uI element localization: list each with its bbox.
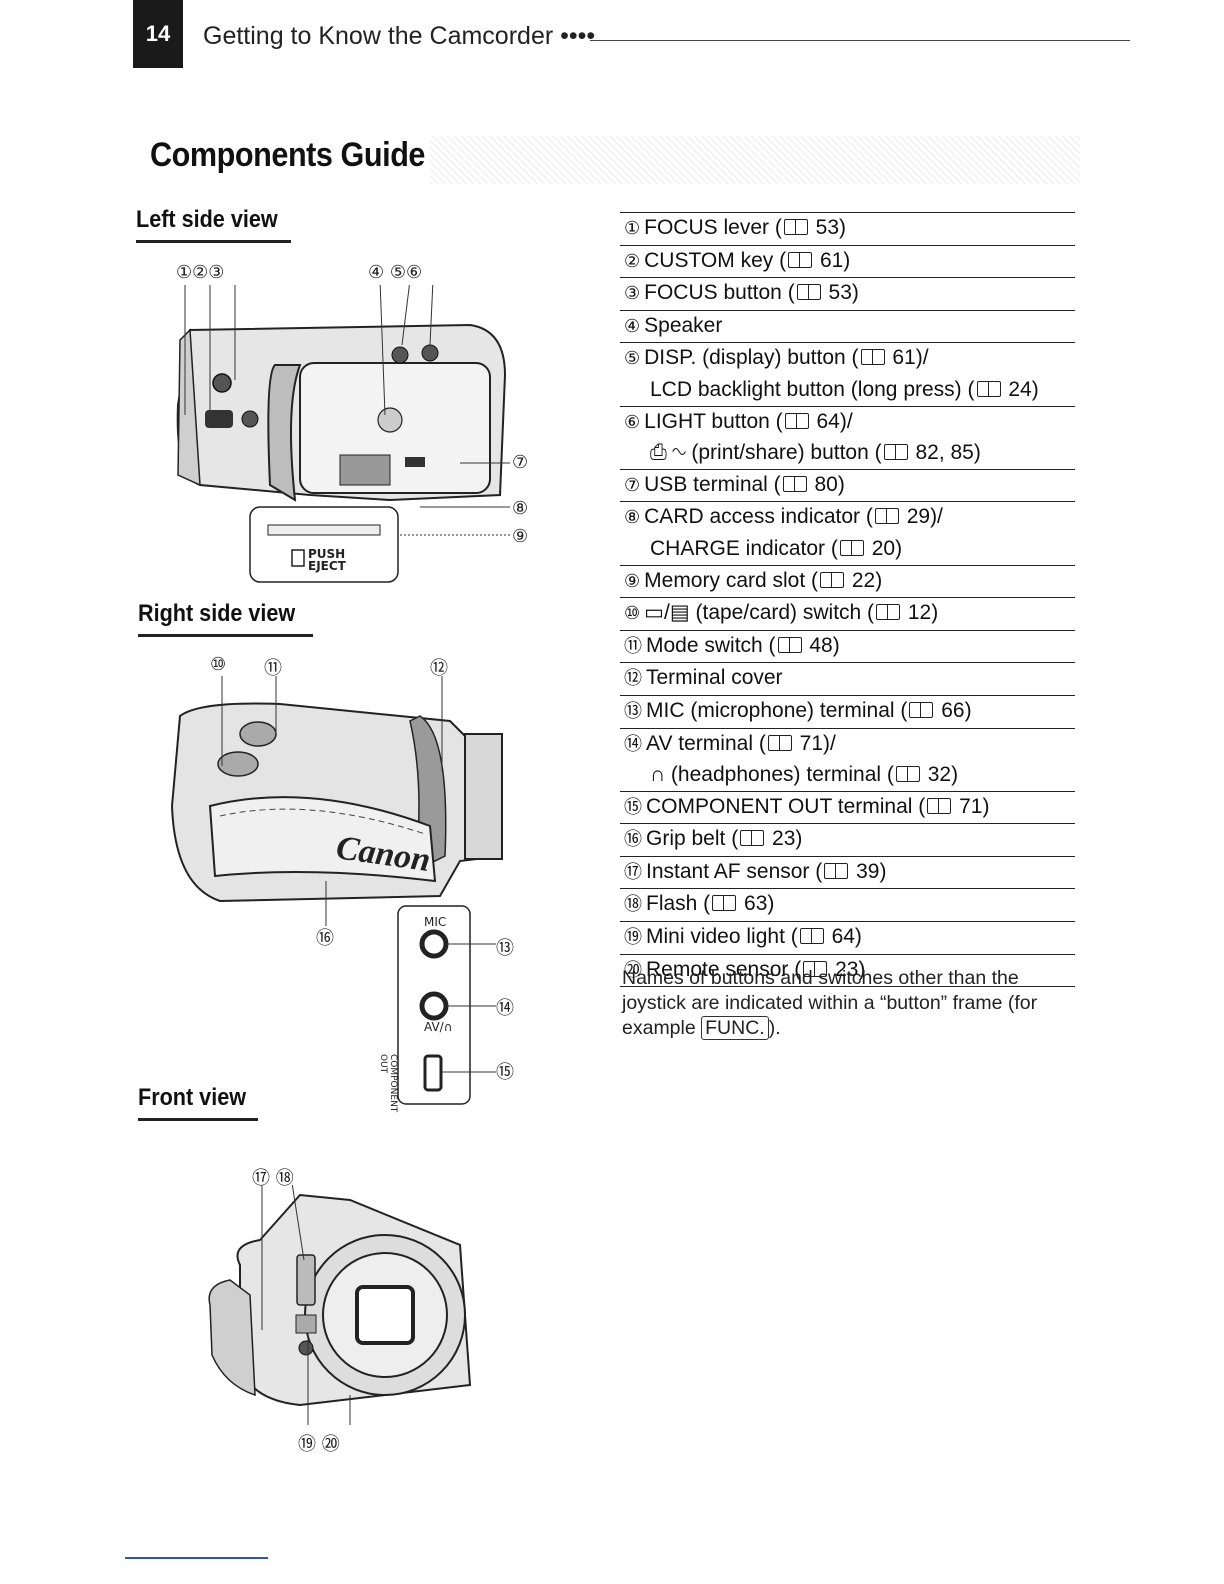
book-icon [876,604,901,621]
custom-key-icon [212,373,232,393]
usb-terminal-icon [405,457,425,467]
book-icon [767,734,792,751]
book-icon [860,349,885,366]
left-view-rule [136,240,291,243]
remote-sensor-icon [298,1340,314,1356]
book-icon [784,412,809,429]
av-label: AV/∩ [424,1020,453,1034]
mic-label: MIC [424,915,447,929]
book-icon [782,475,807,492]
book-icon [820,571,845,588]
push-label: PUSH [308,547,346,561]
focus-button-icon [241,410,259,428]
book-icon [740,830,765,847]
left-side-diagram [176,285,510,583]
lens-icon [355,1285,415,1345]
list-item: ⑩▭/▤ (tape/card) switch ( 12) [620,598,1075,631]
callout-4-5-6: ④ ⑤⑥ [368,262,423,283]
page-title: Components Guide [150,136,426,174]
book-icon [883,444,908,461]
eject-label: EJECT [308,559,346,573]
speaker-icon [377,407,403,433]
book-icon [803,960,828,977]
footer-rule [125,1557,268,1559]
disp-button-icon [391,346,409,364]
book-icon [895,766,920,783]
book-icon [799,928,824,945]
note-paragraph: Names of buttons and switches other than… [622,967,1038,1040]
book-icon [788,251,813,268]
book-icon [874,508,899,525]
mode-switch-icon [239,721,277,747]
mic-terminal-icon [419,929,449,959]
grip-belt-icon [208,796,437,883]
light-button-icon [421,344,439,362]
callout-11: ⑪ [264,658,282,679]
book-icon [796,284,821,301]
book-icon [839,539,864,556]
book-icon [824,862,849,879]
header-rule [590,40,1130,41]
book-icon [927,797,952,814]
callout-7: ⑦ [512,452,529,473]
front-diagram [208,1185,472,1425]
card-slot-icon [339,454,391,486]
running-header: Getting to Know the Camcorder •••• [203,22,596,50]
right-view-rule [138,634,313,637]
left-view-heading: Left side view [136,206,278,233]
callout-9: ⑨ [512,526,529,547]
av-terminal-icon [419,991,449,1021]
page-number: 14 [133,0,183,68]
callout-14: ⑭ [496,998,514,1019]
callout-10: ⑩ [210,654,227,675]
callout-12: ⑫ [430,658,448,679]
component-out-label: COMPONENT OUT [378,1054,398,1113]
callout-15: ⑮ [496,1062,514,1083]
af-sensor-icon [295,1314,317,1334]
book-icon [783,219,808,235]
book-icon [777,636,802,653]
tape-card-switch-icon [217,751,259,777]
focus-lever-icon [205,410,233,428]
callout-8: ⑧ [512,498,529,519]
callout-19-20: ⑲ ⑳ [298,1434,340,1455]
right-view-heading: Right side view [138,600,296,627]
right-side-diagram: Canon [170,676,504,1105]
book-icon [712,895,737,912]
func-button-example: FUNC. [701,1016,769,1040]
callout-17-18: ⑰ ⑱ [252,1168,294,1189]
book-icon [976,380,1001,397]
flash-icon [296,1254,316,1306]
callout-16: ⑯ [316,928,334,949]
title-shade [430,136,1080,184]
callout-1-2-3: ①②③ [176,262,225,283]
component-out-icon [423,1054,443,1092]
callout-13: ⑬ [496,938,514,959]
front-view-heading: Front view [138,1084,247,1111]
front-view-rule [138,1118,258,1121]
book-icon [909,701,934,718]
